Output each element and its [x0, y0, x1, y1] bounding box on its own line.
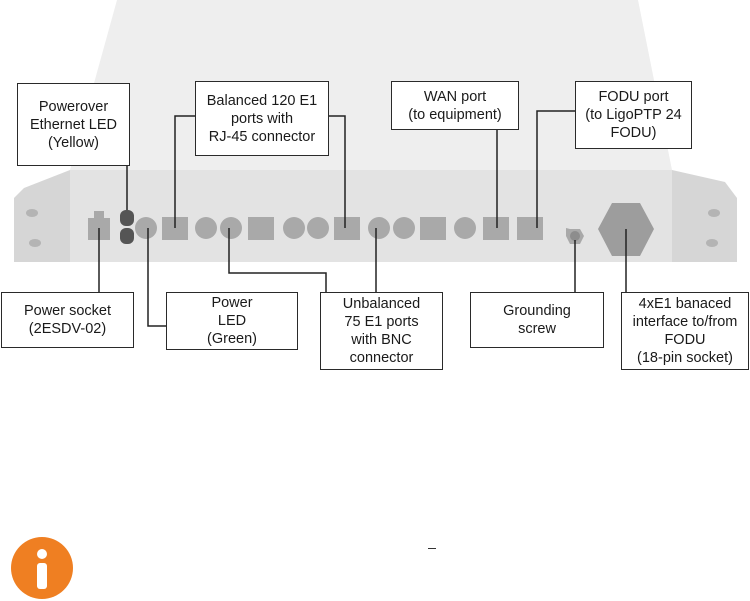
poe-led	[120, 210, 134, 226]
bnc-port	[135, 217, 157, 239]
info-icon-dot	[37, 549, 47, 559]
rj45-port	[334, 217, 360, 240]
bnc-port	[195, 217, 217, 239]
rj45-port	[248, 217, 274, 240]
label-grounding-screw: Grounding screw	[470, 292, 604, 348]
label-power-socket: Power socket (2ESDV-02)	[1, 292, 134, 348]
bnc-port	[393, 217, 415, 239]
rj45-port	[420, 217, 446, 240]
bnc-port	[454, 217, 476, 239]
mount-hole	[706, 239, 718, 247]
grounding-screw-head	[570, 231, 580, 241]
power-led-indicator	[120, 228, 134, 244]
bnc-port	[368, 217, 390, 239]
mount-hole	[708, 209, 720, 217]
bnc-port	[307, 217, 329, 239]
label-poe-led: Powerover Ethernet LED (Yellow)	[17, 83, 130, 166]
bnc-port	[220, 217, 242, 239]
front-panel	[70, 170, 672, 262]
rack-ear-right	[672, 170, 737, 262]
mount-hole	[26, 209, 38, 217]
label-power-led: Power LED (Green)	[166, 292, 298, 350]
mount-hole	[29, 239, 41, 247]
info-icon-bar	[37, 563, 47, 589]
separator-dash	[428, 548, 436, 549]
rack-ear-left	[14, 170, 70, 262]
bnc-port	[283, 217, 305, 239]
label-unbalanced-e1: Unbalanced 75 E1 ports with BNC connecto…	[320, 292, 443, 370]
fodu-port	[517, 217, 543, 240]
label-fodu-port: FODU port (to LigoPTP 24 FODU)	[575, 81, 692, 149]
wan-port	[483, 217, 509, 240]
label-fodu-interface: 4xE1 banaced interface to/from FODU (18-…	[621, 292, 749, 370]
label-wan-port: WAN port (to equipment)	[391, 81, 519, 130]
label-balanced-e1: Balanced 120 E1 ports with RJ-45 connect…	[195, 81, 329, 156]
